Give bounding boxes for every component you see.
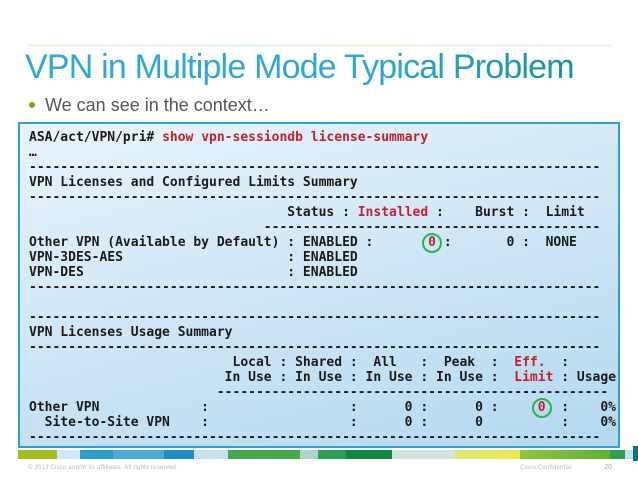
stripe-segment <box>318 450 346 459</box>
footer-page-number: 20 <box>604 464 612 471</box>
bullet-icon <box>29 101 35 108</box>
console-line: … <box>29 145 37 160</box>
console-line: Local : Shared : All : Peak : Eff. : <box>29 355 570 370</box>
stripe-segment <box>113 450 164 459</box>
footer-copyright: © 2013 Cisco and/or its affiliates. All … <box>28 465 178 471</box>
console-line: In Use : In Use : In Use : In Use : Limi… <box>29 370 617 385</box>
console-line: ----------------------------------------… <box>29 430 601 445</box>
stripe-segment <box>346 450 392 459</box>
console-line: Other VPN : : 0 : 0 : 0 : 0% <box>29 400 617 415</box>
stripe-segment <box>164 450 194 459</box>
console-line: ----------------------------------------… <box>29 160 601 175</box>
stripe-segment <box>633 445 638 461</box>
stripe-segment <box>57 450 80 459</box>
console-line: ----------------------------------------… <box>29 190 601 205</box>
console-line: Status : Installed : Burst : Limit <box>29 205 585 220</box>
console-line: ----------------------------------------… <box>29 385 609 400</box>
bullet-item: We can see in the context… <box>27 95 617 116</box>
slide-title: VPN in Multiple Mode Typical Problem <box>25 47 625 87</box>
console-line: ----------------------------------------… <box>29 220 601 235</box>
bottom-stripe <box>18 445 638 461</box>
stripe-segment <box>228 450 300 459</box>
stripe-segment <box>625 450 633 459</box>
footer-confidential: Cisco Confidential <box>520 465 572 471</box>
circled-zero-highlight: 0 <box>537 400 546 415</box>
stripe-segment <box>194 450 228 459</box>
stripe-segment <box>610 450 625 459</box>
circled-zero-highlight: 0 <box>428 235 436 250</box>
stripe-segment <box>455 450 520 459</box>
console-line: ----------------------------------------… <box>29 310 601 325</box>
console-line: ----------------------------------------… <box>29 340 601 355</box>
console-line: Site-to-Site VPN : : 0 : 0 : 0% <box>29 415 616 430</box>
console-line: ----------------------------------------… <box>29 280 601 295</box>
console-line: VPN-3DES-AES : ENABLED <box>29 250 358 265</box>
console-line: VPN-DES : ENABLED <box>29 265 358 280</box>
stripe-segment <box>520 450 610 459</box>
top-accent-line <box>28 44 612 47</box>
console-line: VPN Licenses Usage Summary <box>29 325 233 340</box>
stripe-segment <box>300 450 318 459</box>
stripe-segment <box>392 450 455 459</box>
stripe-segment <box>18 450 57 459</box>
console-line: Other VPN (Available by Default) : ENABL… <box>29 235 577 250</box>
console-line: VPN Licenses and Configured Limits Summa… <box>29 175 358 190</box>
console-output: ASA/act/VPN/pri# show vpn-sessiondb lice… <box>18 122 620 448</box>
stripe-segment <box>80 450 113 459</box>
bullet-text: We can see in the context… <box>45 95 270 115</box>
console-line <box>29 295 618 310</box>
console-line: ASA/act/VPN/pri# show vpn-sessiondb lice… <box>29 130 429 145</box>
